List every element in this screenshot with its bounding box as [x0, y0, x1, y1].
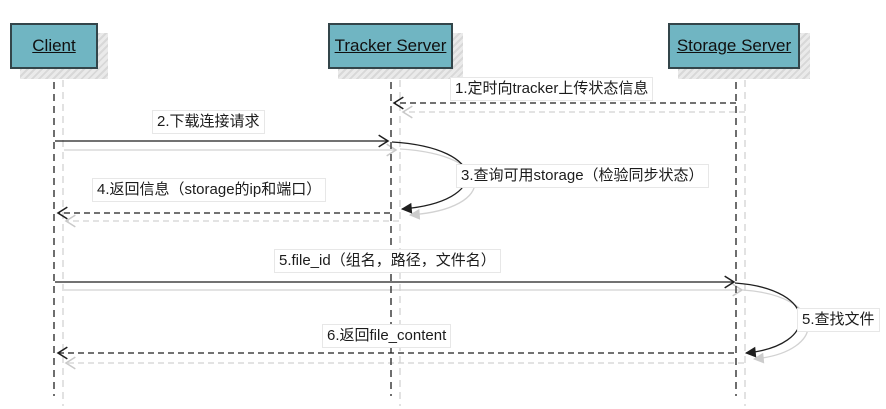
actor-box-tracker: Tracker Server — [328, 23, 453, 69]
actor-label-storage: Storage Server — [676, 36, 792, 55]
message-1-upload-status-label: 1.定时向tracker上传状态信息 — [450, 77, 654, 102]
message-4-return-info-label: 4.返回信息（storage的ip和端口） — [92, 178, 327, 203]
message-5-file-id-label: 5.file_id（组名，路径，文件名） — [274, 249, 501, 274]
shadow-layer — [62, 80, 809, 406]
actor-box-storage: Storage Server — [668, 23, 800, 69]
lifelines — [53, 70, 737, 396]
message-5-find-file-label: 5.查找文件 — [797, 308, 880, 333]
message-2-download-request-label: 2.下载连接请求 — [152, 110, 265, 135]
actor-label-client: Client — [32, 36, 76, 55]
actor-label-tracker: Tracker Server — [334, 36, 447, 55]
message-6-return-file-content-label: 6.返回file_content — [322, 324, 452, 349]
message-arrows — [55, 96, 801, 360]
actor-box-client: Client — [10, 23, 98, 69]
message-3-query-storage-label: 3.查询可用storage（检验同步状态） — [456, 164, 709, 189]
